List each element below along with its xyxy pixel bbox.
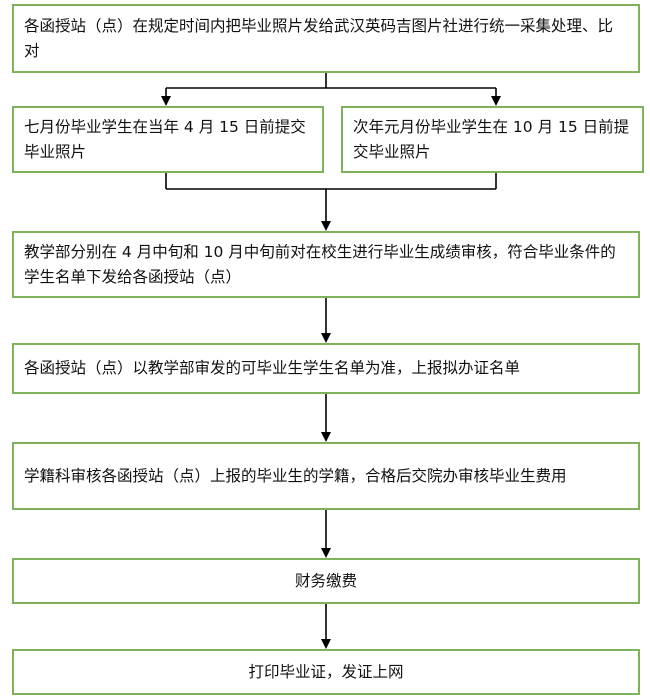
step-2-july-graduates-box: 七月份毕业学生在当年 4 月 15 日前提交毕业照片 [12,106,324,173]
step-3-grade-review-box: 教学部分别在 4 月中旬和 10 月中旬前对在校生进行毕业生成绩审核，符合毕业条… [12,231,640,298]
step-5-status-review-box: 学籍科审核各函授站（点）上报的毕业生的学籍，合格后交院办审核毕业生费用 [12,442,640,510]
step-7-text: 打印毕业证，发证上网 [248,662,404,681]
step-1-text: 各函授站（点）在规定时间内把毕业照片发给武汉英码吉图片社进行统一采集处理、比对 [24,16,614,60]
step-2-january-graduates-box: 次年元月份毕业学生在 10 月 15 日前提交毕业照片 [341,106,644,173]
step-2-right-text: 次年元月份毕业学生在 10 月 15 日前提交毕业照片 [353,117,630,161]
step-3-text: 教学部分别在 4 月中旬和 10 月中旬前对在校生进行毕业生成绩审核，符合毕业条… [24,242,616,286]
step-4-text: 各函授站（点）以教学部审发的可毕业生学生名单为准，上报拟办证名单 [24,359,521,377]
step-7-print-certificate-box: 打印毕业证，发证上网 [12,649,640,695]
step-6-payment-box: 财务缴费 [12,558,640,604]
step-6-text: 财务缴费 [294,571,357,590]
step-5-text: 学籍科审核各函授站（点）上报的毕业生的学籍，合格后交院办审核毕业生费用 [24,466,567,485]
step-1-submit-photos-box: 各函授站（点）在规定时间内把毕业照片发给武汉英码吉图片社进行统一采集处理、比对 [12,4,640,73]
step-2-left-text: 七月份毕业学生在当年 4 月 15 日前提交毕业照片 [24,117,306,161]
step-4-report-list-box: 各函授站（点）以教学部审发的可毕业生学生名单为准，上报拟办证名单 [12,343,640,394]
